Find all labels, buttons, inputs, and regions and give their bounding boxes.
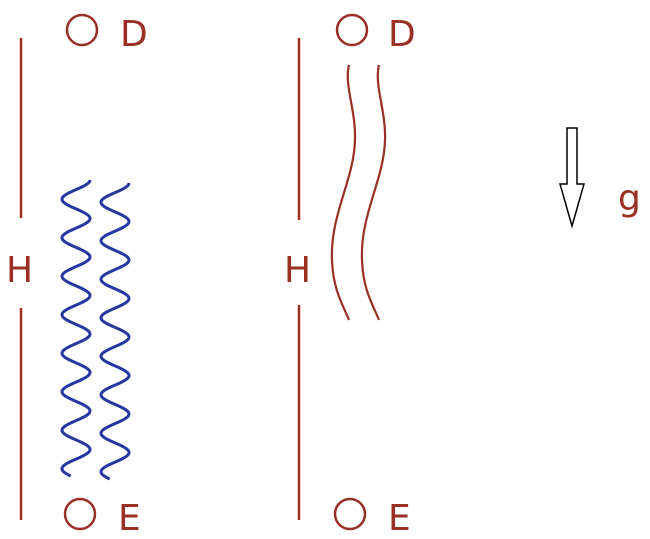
- left-top-label: D: [120, 14, 148, 55]
- left-height-label: H: [6, 250, 33, 291]
- right-top-label: D: [388, 14, 416, 55]
- left-bottom-label: E: [118, 498, 141, 539]
- right-bottom-circle: [333, 497, 367, 531]
- right-height-label: H: [284, 250, 311, 291]
- gravity-arrow-icon: [559, 127, 585, 229]
- left-panel: H D E: [6, 13, 148, 539]
- red-wave-2: [360, 64, 387, 321]
- left-bottom-circle: [63, 497, 97, 531]
- right-panel: H D E: [284, 13, 416, 539]
- blue-wave-2: [99, 182, 131, 481]
- gravity-label: g: [618, 178, 641, 219]
- right-bottom-label: E: [388, 498, 411, 539]
- red-wave-1: [330, 64, 357, 321]
- blue-wave-1: [60, 179, 92, 478]
- left-top-circle: [65, 13, 99, 47]
- right-top-circle: [335, 13, 369, 47]
